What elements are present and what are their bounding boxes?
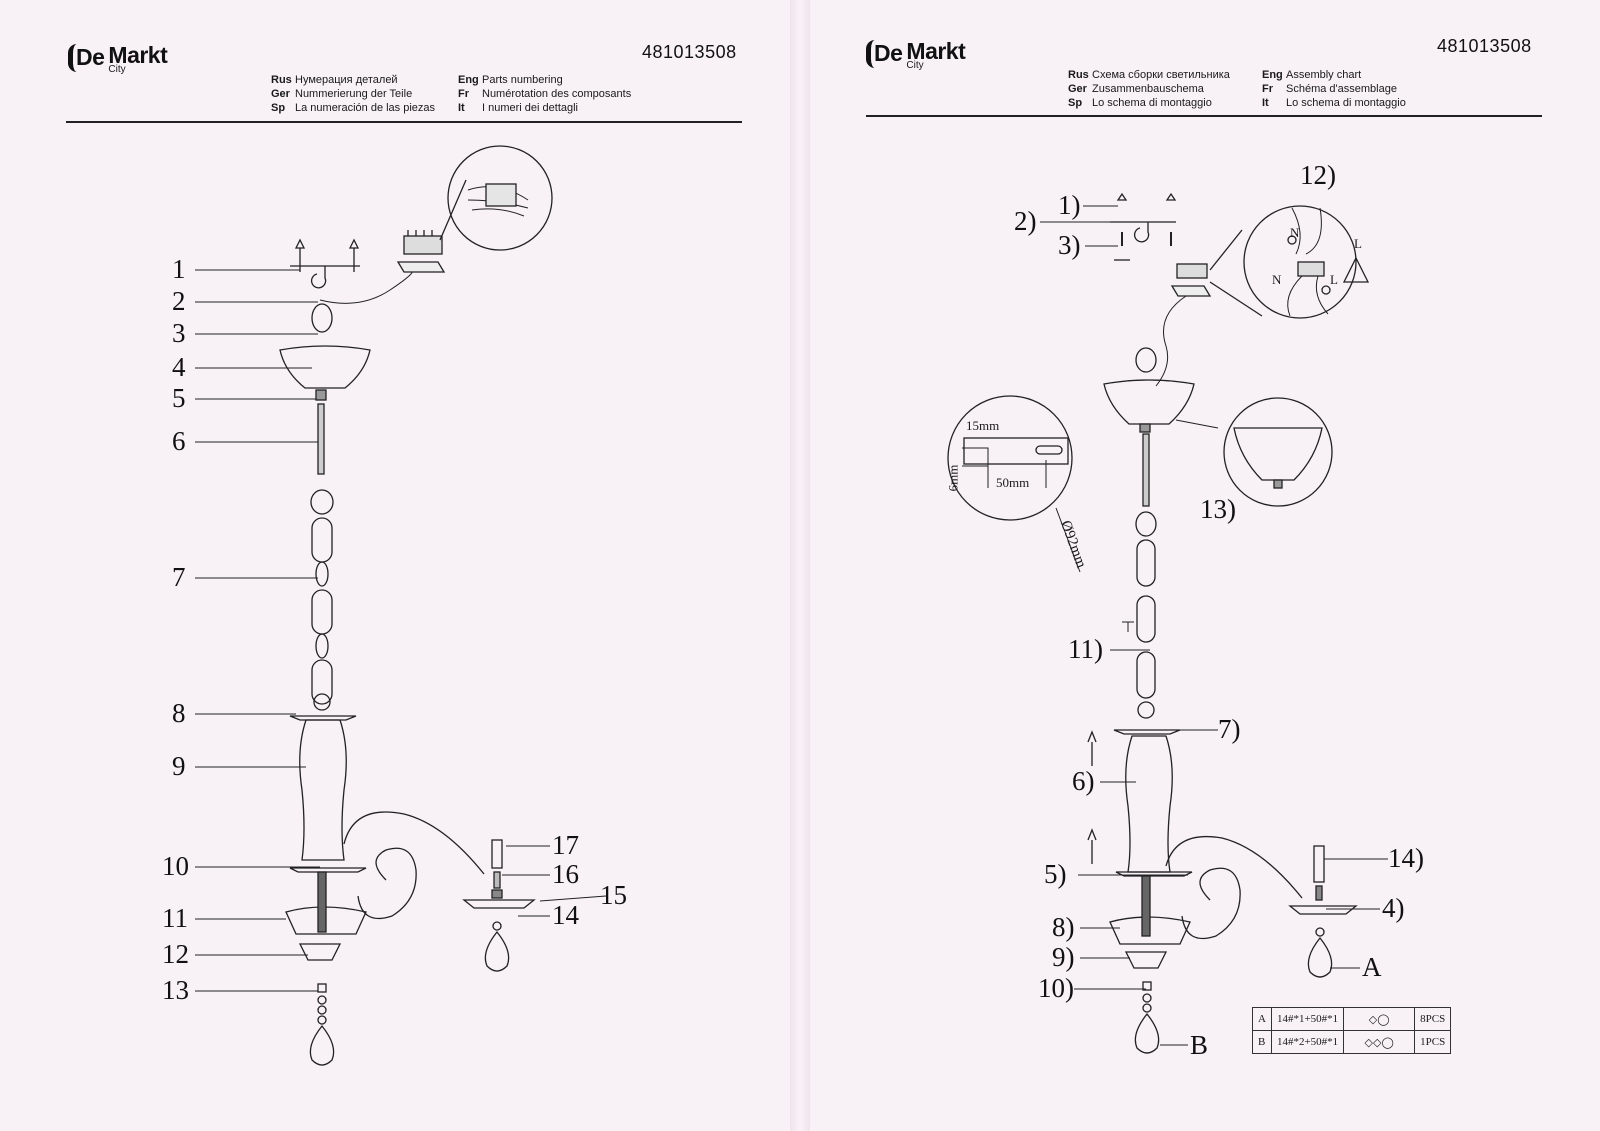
step-label-6: 6) [1072, 766, 1095, 796]
part-label-6: 6 [172, 426, 186, 456]
crystal-icon: ◇◯ [1343, 1007, 1416, 1031]
right-chandelier-body [1087, 347, 1333, 1054]
step-label-2: 2) [1014, 206, 1037, 236]
part-label-3: 3 [172, 318, 186, 348]
dim-50mm: 50mm [996, 475, 1030, 490]
part-label-1: 1 [172, 254, 186, 284]
brand-logo: De Markt City [68, 42, 168, 75]
part-label-15: 15 [600, 880, 627, 910]
left-page [0, 0, 790, 1131]
step-label-4: 4) [1382, 893, 1405, 923]
wire-n-label: N [1290, 225, 1300, 240]
part-label-13: 13 [162, 975, 189, 1005]
table-row: B 14#*2+50#*1 ◇◇◯ 1PCS [1252, 1030, 1452, 1054]
article-number: 481013508 [642, 42, 737, 62]
part-label-17: 17 [552, 830, 579, 860]
header-rule [866, 115, 1542, 117]
step-label-12: 12) [1300, 160, 1336, 190]
wire-l2-label: L [1330, 272, 1338, 287]
left-arm-cup [462, 839, 536, 972]
table-row: A 14#*1+50#*1 ◇◯ 8PCS [1252, 1007, 1452, 1031]
wire-l-label: L [1354, 236, 1362, 251]
logo-brand: Markt [108, 42, 168, 68]
step-label-14: 14) [1388, 843, 1424, 873]
part-label-7: 7 [172, 562, 186, 592]
right-page [810, 0, 1600, 1131]
part-label-5: 5 [172, 383, 186, 413]
left-leader-lines [195, 269, 607, 992]
part-label-9: 9 [172, 751, 186, 781]
step-label-a: A [1362, 952, 1382, 982]
step-label-11: 11) [1068, 634, 1103, 664]
part-label-16: 16 [552, 859, 579, 889]
right-mounting-hook [1110, 192, 1177, 261]
part-label-8: 8 [172, 698, 186, 728]
left-mounting-hook [290, 238, 413, 304]
part-label-4: 4 [172, 352, 186, 382]
right-leader-lines [1040, 205, 1388, 1046]
logo-mark: De [866, 40, 903, 68]
article-number: 481013508 [1437, 36, 1532, 56]
step-label-9: 9) [1052, 942, 1075, 972]
part-label-2: 2 [172, 286, 186, 316]
right-terminal-block [1155, 205, 1370, 387]
step-label-b: B [1190, 1030, 1209, 1060]
logo-city: City [906, 60, 924, 71]
step-label-8: 8) [1052, 912, 1075, 942]
step-label-1: 1) [1058, 190, 1081, 220]
crystal-icon: ◇◇◯ [1343, 1030, 1416, 1054]
part-label-14: 14 [552, 900, 579, 930]
part-qty: 8PCS [1414, 1007, 1452, 1031]
left-chandelier-body [279, 303, 485, 1066]
dim-6mm: 6mm [945, 464, 961, 492]
part-label-11: 11 [162, 903, 188, 933]
part-label-10: 10 [162, 851, 189, 881]
left-terminal-block [396, 145, 553, 273]
wire-n2-label: N [1272, 272, 1282, 287]
part-code: 14#*2+50#*1 [1270, 1030, 1345, 1054]
page-fold [790, 0, 810, 1131]
part-id: B [1252, 1030, 1272, 1054]
dim-15mm: 15mm [966, 418, 1000, 433]
part-label-12: 12 [162, 939, 189, 969]
logo-brand: Markt [906, 38, 966, 64]
part-code: 14#*1+50#*1 [1270, 1007, 1345, 1031]
step-label-13: 13) [1200, 494, 1236, 524]
right-mounting-plate-detail [947, 395, 1081, 573]
right-arm-cup [1288, 845, 1358, 978]
header-rule [66, 121, 742, 123]
parts-table: A 14#*1+50#*1 ◇◯ 8PCS B 14#*2+50#*1 ◇◇◯ … [1252, 1007, 1452, 1054]
step-label-10: 10) [1038, 973, 1074, 1003]
logo-city: City [108, 64, 126, 75]
part-id: A [1252, 1007, 1272, 1031]
step-label-7: 7) [1218, 714, 1241, 744]
step-label-5: 5) [1044, 859, 1067, 889]
brand-logo: De Markt City [866, 38, 966, 71]
part-qty: 1PCS [1414, 1030, 1452, 1054]
step-label-3: 3) [1058, 230, 1081, 260]
logo-mark: De [68, 44, 105, 72]
